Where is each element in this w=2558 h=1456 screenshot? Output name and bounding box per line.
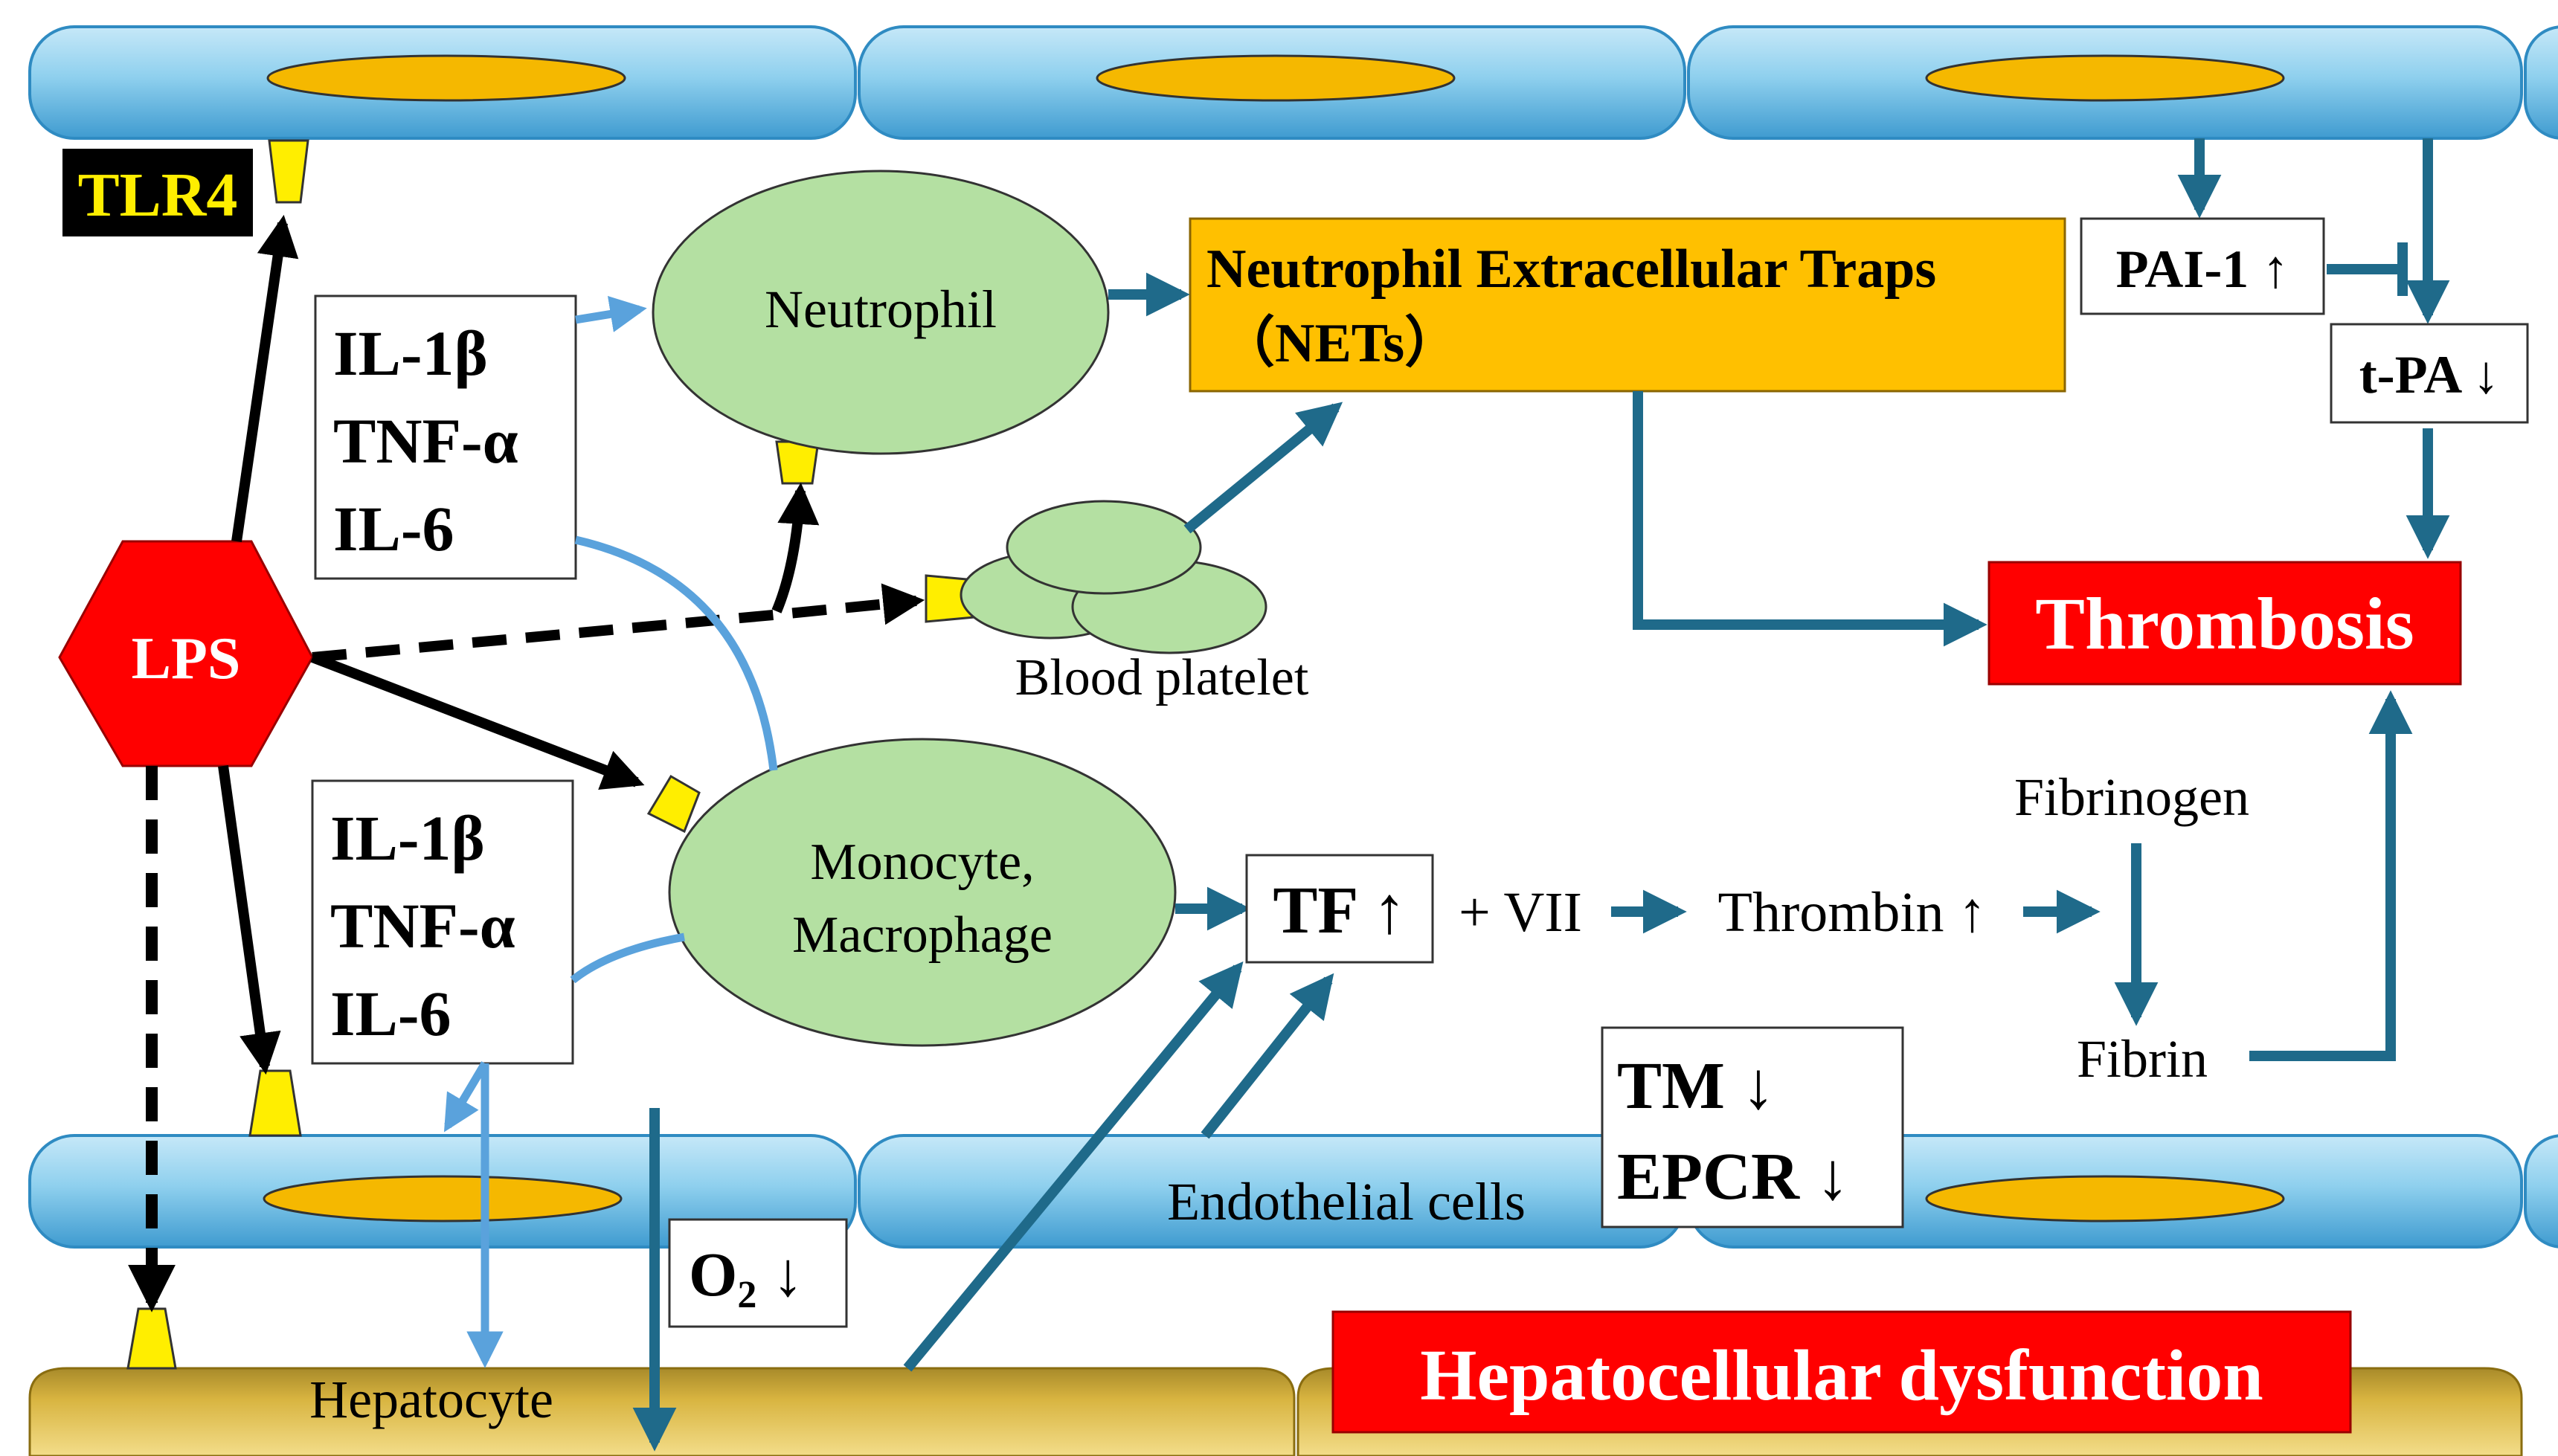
tpa-box bbox=[2330, 323, 2529, 424]
cytokine-box-top: IL-1β TNF-α IL-6 bbox=[314, 294, 577, 580]
endothelial-cell bbox=[2524, 1134, 2558, 1249]
curve-monocyte-to-cytokine-top bbox=[574, 535, 778, 771]
cytokine-il6: IL-6 bbox=[330, 978, 451, 1049]
tpa-label: t-PA ↓ bbox=[2359, 345, 2500, 405]
arrow-fibrin-to-thrombosis bbox=[2249, 690, 2413, 1061]
cytokine-box-bottom: IL-1β TNF-α IL-6 bbox=[311, 779, 574, 1065]
cytokine-il6: IL-6 bbox=[333, 493, 454, 564]
endothelial-cell bbox=[2524, 25, 2558, 140]
endothelial-cells-label: Endothelial cells bbox=[1167, 1172, 1526, 1231]
arrow-cytokine-to-endothelium bbox=[443, 1061, 489, 1133]
receptor-bottom-vessel bbox=[248, 1069, 302, 1137]
vii-label: + VII bbox=[1459, 881, 1582, 944]
nucleus bbox=[1925, 54, 2285, 102]
arrow-to-neutrophil-receptor bbox=[771, 482, 820, 613]
blood-platelet-label: Blood platelet bbox=[1015, 649, 1309, 706]
monocyte-label-line1: Monocyte, bbox=[810, 834, 1034, 891]
curve-monocyte-to-cytokine-bottom bbox=[570, 932, 685, 984]
fibrinogen-label: Fibrinogen bbox=[2014, 767, 2249, 827]
cytokine-il1b: IL-1β bbox=[333, 318, 488, 389]
o2-arrow: ↓ bbox=[756, 1240, 803, 1310]
nets-box bbox=[1189, 217, 2066, 393]
nucleus bbox=[266, 54, 626, 102]
tf-box bbox=[1245, 854, 1434, 964]
arrow-lps-to-monocyte bbox=[310, 652, 645, 790]
hepatocellular-dysfunction-label: Hepatocellular dysfunction bbox=[1420, 1336, 2263, 1416]
blood-platelet-cluster bbox=[960, 500, 1267, 654]
arrow-lps-to-tlr4 bbox=[231, 214, 299, 543]
tlr4-label: TLR4 bbox=[78, 161, 238, 230]
hepatocellular-dysfunction-box bbox=[1331, 1310, 2352, 1434]
thrombosis-box bbox=[1987, 561, 2462, 686]
receptor-hepatocyte bbox=[126, 1307, 177, 1370]
arrow-endothelium-to-tf bbox=[1201, 973, 1334, 1139]
neutrophil-label: Neutrophil bbox=[765, 280, 997, 339]
pai1-box bbox=[2080, 217, 2325, 315]
monocyte-cell bbox=[668, 738, 1177, 1047]
arrow-hepatocyte-to-tf bbox=[903, 961, 1244, 1372]
cytokine-tnfa: TNF-α bbox=[330, 890, 515, 961]
nucleus bbox=[1096, 54, 1456, 102]
arrow-nets-to-thrombosis bbox=[1633, 391, 1987, 647]
monocyte-label-line2: Macrophage bbox=[792, 906, 1053, 964]
thrombosis-label: Thrombosis bbox=[2035, 582, 2414, 665]
nets-label-line2: （NETs） bbox=[1220, 313, 1459, 374]
thrombin-label: Thrombin ↑ bbox=[1718, 881, 1987, 944]
o2-subscript: 2 bbox=[737, 1274, 756, 1316]
cytokine-il1b: IL-1β bbox=[330, 802, 485, 874]
lps-hexagon bbox=[58, 540, 314, 767]
cytokine-tnfa: TNF-α bbox=[333, 405, 518, 477]
nucleus bbox=[1925, 1175, 2285, 1223]
receptor-monocyte bbox=[646, 774, 701, 834]
arrow-platelet-to-nets bbox=[1183, 402, 1343, 534]
arrow-cytokine-to-neutrophil bbox=[575, 295, 647, 332]
o2-box bbox=[668, 1218, 848, 1328]
tlr4-badge bbox=[62, 149, 253, 236]
tf-label: TF ↑ bbox=[1273, 874, 1406, 947]
tm-epcr-box bbox=[1601, 1026, 1904, 1228]
arrow-lps-to-platelet-dashed bbox=[312, 583, 925, 663]
tm-label: TM ↓ bbox=[1617, 1049, 1775, 1123]
epcr-label: EPCR ↓ bbox=[1617, 1140, 1850, 1214]
nets-label-line1: Neutrophil Extracellular Traps bbox=[1206, 239, 1936, 300]
pai1-label: PAI-1 ↑ bbox=[2116, 239, 2289, 299]
o2-label: O2 ↓ bbox=[689, 1240, 803, 1316]
hepatocyte-label: Hepatocyte bbox=[309, 1370, 553, 1429]
arrow-lps-to-endothelium bbox=[218, 765, 281, 1075]
bottom-endothelium bbox=[28, 1134, 2558, 1249]
platelet bbox=[1006, 500, 1202, 595]
hepatocyte-cell bbox=[28, 1367, 1296, 1456]
lps-label: LPS bbox=[132, 626, 241, 692]
fibrin-label: Fibrin bbox=[2077, 1029, 2208, 1089]
top-endothelium bbox=[28, 25, 2558, 140]
o2-main: O bbox=[689, 1240, 737, 1310]
tlr4-receptor bbox=[268, 139, 309, 204]
nucleus bbox=[263, 1175, 623, 1223]
neutrophil-cell bbox=[652, 170, 1110, 455]
